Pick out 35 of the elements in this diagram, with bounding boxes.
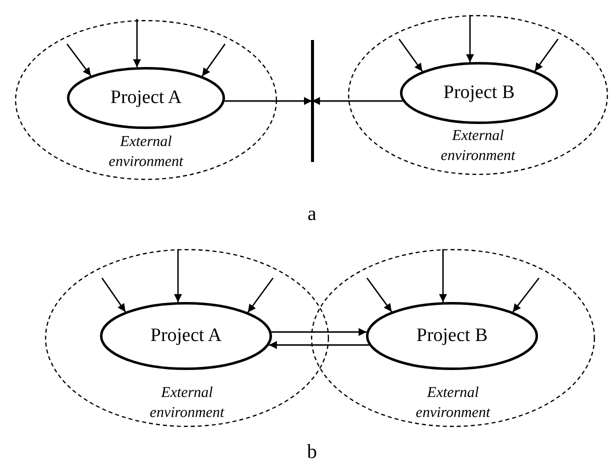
project-ellipse <box>400 62 558 124</box>
panel-label: a <box>308 203 316 225</box>
panel-label: b <box>307 441 317 463</box>
arrow <box>174 249 182 302</box>
arrow <box>439 249 447 302</box>
arrow <box>398 38 423 72</box>
project-ellipse <box>100 302 272 370</box>
project-label: Project B <box>442 82 516 104</box>
arrow <box>202 44 226 77</box>
project-label: Project B <box>415 325 489 347</box>
environment-ellipse <box>15 20 277 180</box>
project-label: Project A <box>109 87 183 109</box>
arrow <box>224 97 312 105</box>
arrow <box>466 15 474 62</box>
arrow <box>271 328 367 336</box>
environment-label: External environment <box>108 133 184 172</box>
arrow <box>534 38 559 72</box>
environment-ellipse <box>348 15 608 175</box>
environment-label: External environment <box>148 384 226 423</box>
arrow <box>366 278 392 312</box>
arrow <box>66 44 92 76</box>
environment-ellipse <box>45 249 329 427</box>
arrow <box>268 341 370 349</box>
arrow <box>512 278 540 312</box>
environment-ellipse <box>311 249 595 427</box>
environment-label: External environment <box>414 384 492 423</box>
project-ellipse <box>366 302 538 370</box>
project-ellipse <box>67 67 225 129</box>
arrow <box>312 97 403 105</box>
arrow <box>101 278 126 312</box>
environment-label: External environment <box>440 127 516 166</box>
arrow <box>247 278 274 313</box>
barrier-line <box>310 40 314 162</box>
project-label: Project A <box>149 325 223 347</box>
arrow <box>133 19 141 68</box>
